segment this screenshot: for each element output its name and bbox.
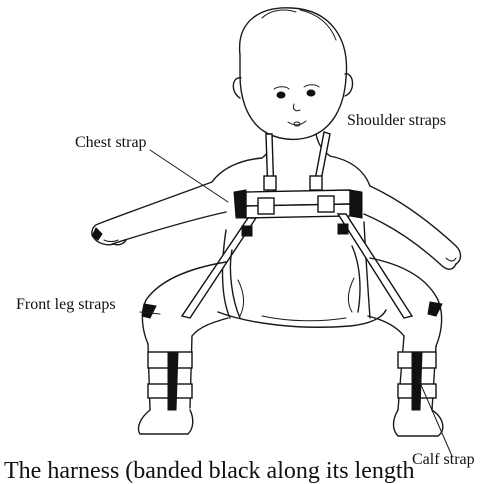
front-leg-straps (182, 214, 412, 318)
figure-caption: The harness (banded black along its leng… (4, 459, 415, 483)
shoulder-straps-label: Shoulder straps (347, 113, 446, 129)
shoulder-straps (264, 132, 330, 196)
chest-strap-label: Chest strap (75, 135, 147, 151)
baby-head (233, 8, 352, 158)
diaper (230, 246, 360, 321)
front-leg-straps-label: Front leg straps (16, 297, 116, 313)
baby-left-arm (92, 182, 226, 245)
baby-left-leg (138, 262, 228, 434)
calf-strap-label: Calf strap (412, 452, 475, 468)
baby-right-arm (364, 186, 461, 269)
